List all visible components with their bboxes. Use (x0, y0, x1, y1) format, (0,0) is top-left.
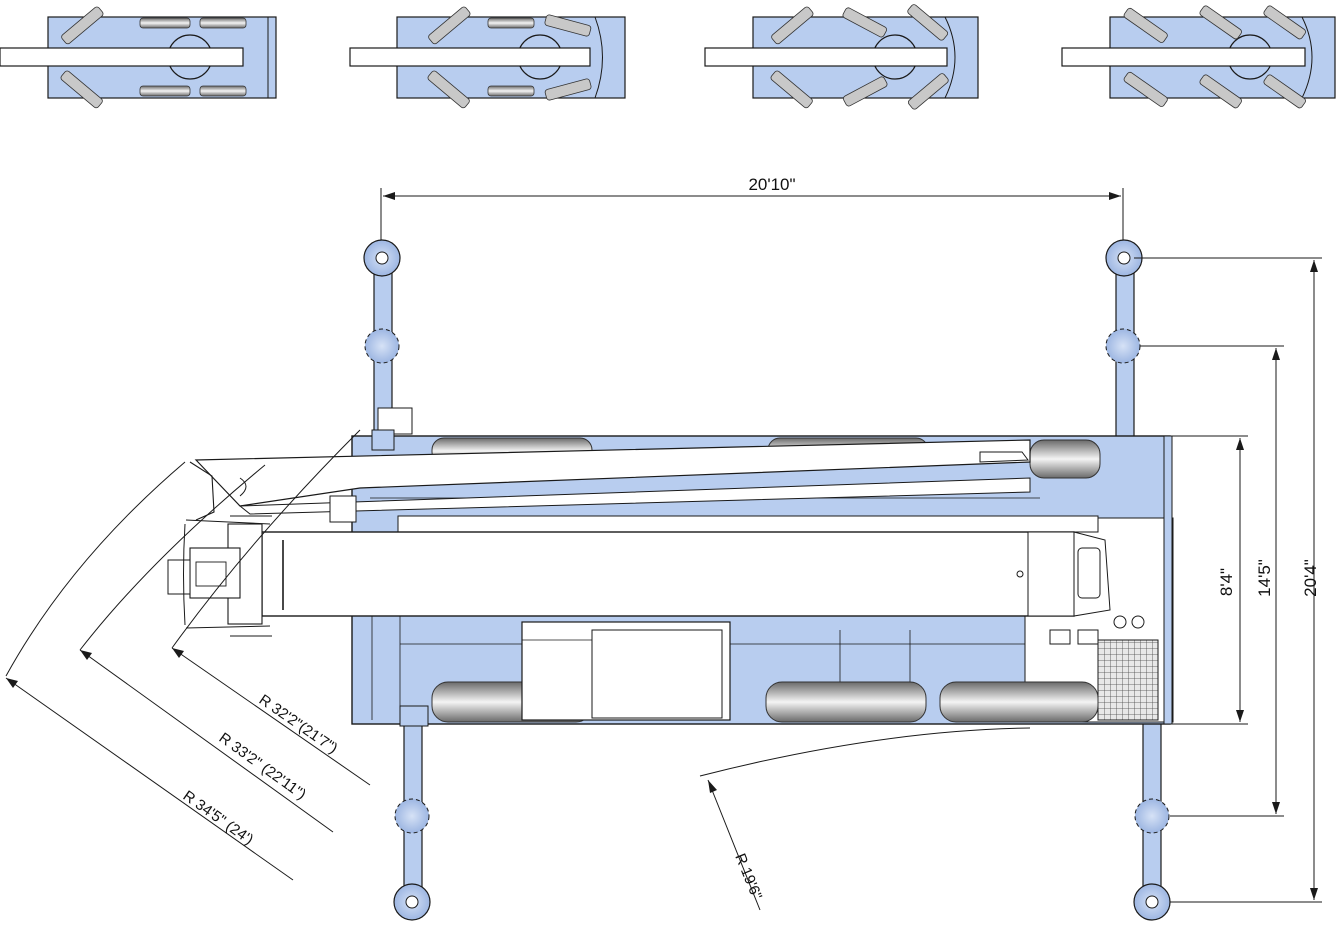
dimension-outrigger-full: 20'4" (1134, 257, 1322, 903)
outrigger-housing (371, 407, 1173, 727)
outrigger-pads (363, 239, 1171, 921)
steering-mode-two-wheel (0, 6, 277, 109)
width-label: 8'4" (1217, 568, 1236, 596)
jib (189, 439, 1031, 523)
dimension-carrier-width: 8'4" (1172, 435, 1248, 725)
main-boom (261, 531, 1111, 617)
operator-cab (521, 621, 731, 721)
mid-span-label: 14'5" (1255, 559, 1274, 597)
turning-radius-arcs: R 32'2"(21'7") R 33'2" (22'11") R 34'5" … (5, 429, 371, 881)
boom-head (167, 515, 272, 637)
radius-label-3: R 34'5" (24') (180, 787, 257, 848)
radius-label-1: R 32'2"(21'7") (256, 691, 341, 757)
steering-mode-four-wheel (704, 4, 979, 110)
steering-mode-crab (1061, 5, 1336, 109)
dimension-outrigger-length: 20'10" (380, 175, 1124, 245)
full-span-label: 20'4" (1301, 559, 1320, 597)
length-label: 20'10" (748, 175, 795, 194)
inner-turning-radius: R 19'6" (699, 727, 1031, 911)
dimension-outrigger-mid: 14'5" (1140, 345, 1284, 817)
radius-label-2: R 33'2" (22'11") (216, 729, 309, 803)
steering-mode-four-wheel-rear-trail (349, 6, 626, 109)
inner-radius-label: R 19'6" (731, 851, 765, 902)
